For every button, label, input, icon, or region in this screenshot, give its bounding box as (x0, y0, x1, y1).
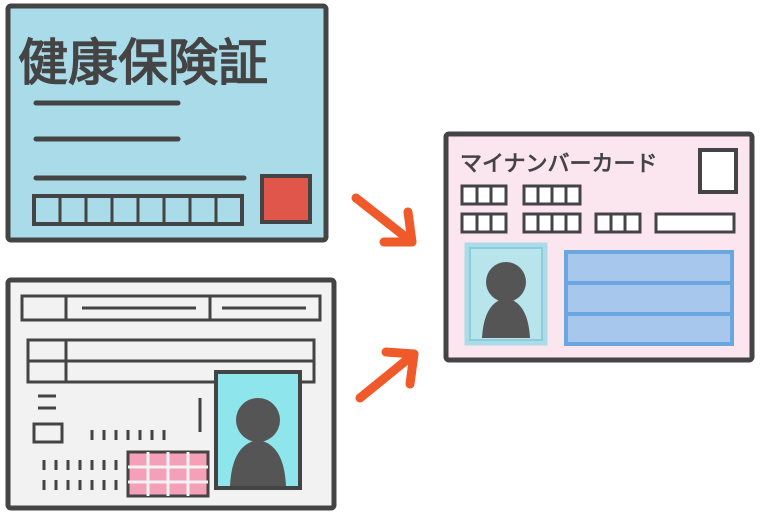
health-insurance-card: 健康保険証 (5, 3, 329, 243)
drivers-license-card (5, 277, 337, 511)
my-number-card-title: マイナンバーカード (460, 152, 658, 177)
my-number-info-block (564, 250, 734, 346)
license-photo (214, 370, 302, 490)
arrow-right-up (355, 347, 419, 403)
my-number-chip-box (698, 148, 738, 194)
arrow-right-down (351, 193, 417, 247)
license-tick-marks (42, 398, 202, 490)
my-number-card: マイナンバーカード (443, 131, 755, 363)
insurance-card-title: 健康保険証 (18, 34, 268, 92)
insurance-stamp (260, 174, 312, 224)
insurance-number-boxes (32, 194, 244, 226)
license-category-grid (126, 450, 210, 498)
my-number-field-boxes (460, 184, 736, 234)
my-number-photo (464, 242, 548, 346)
